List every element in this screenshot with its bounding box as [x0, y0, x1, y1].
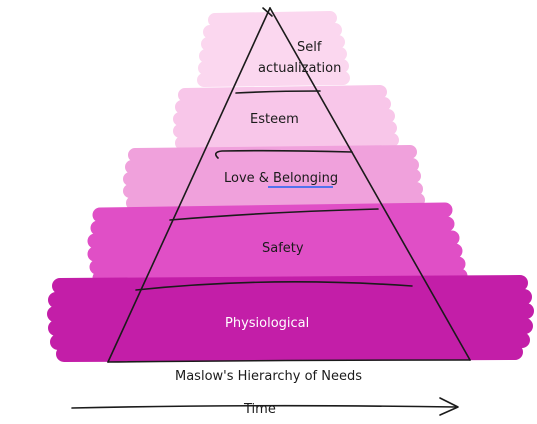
label-actualization: actualization	[258, 61, 341, 76]
label-self: Self	[297, 40, 322, 55]
band-self	[197, 11, 350, 87]
pyramid-outline	[107, 7, 471, 363]
divider-safety-physio	[135, 281, 413, 291]
label-love-belonging: Love & Belonging	[224, 171, 338, 186]
time-label: Time	[243, 402, 276, 417]
label-physiological: Physiological	[225, 316, 309, 331]
time-arrow-head	[439, 397, 459, 416]
band-physio	[47, 275, 534, 362]
pyramid-left-edge	[107, 7, 271, 363]
caption: Maslow's Hierarchy of Needs	[175, 369, 362, 384]
time-arrow-shaft	[71, 404, 457, 409]
divider-self-esteem	[235, 90, 321, 94]
label-esteem: Esteem	[250, 112, 299, 127]
time-arrow	[71, 397, 459, 416]
band-love	[123, 145, 425, 218]
band-esteem	[173, 85, 399, 158]
pyramid-right-edge	[269, 7, 471, 361]
pyramid-base	[107, 359, 471, 363]
divider-love-safety	[169, 208, 379, 221]
label-safety: Safety	[262, 241, 304, 256]
divider-esteem-love	[214, 149, 353, 159]
apex-tick	[262, 7, 273, 17]
